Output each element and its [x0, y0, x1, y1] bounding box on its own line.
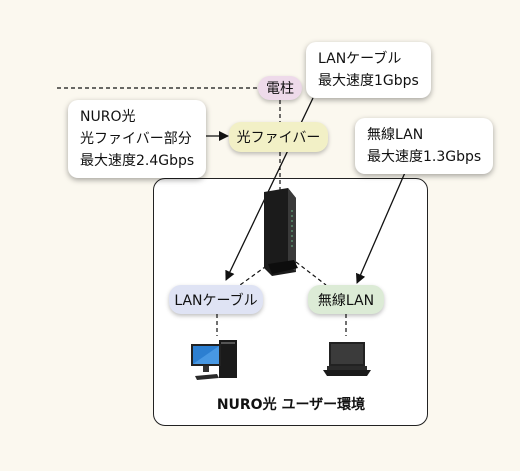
fiber-label: 光ファイバー — [229, 122, 328, 152]
nuro-callout: NURO光 光ファイバー部分 最大速度2.4Gbps — [68, 100, 207, 178]
wireless-callout-arrow — [356, 167, 408, 284]
nuro-callout-line-3: 最大速度2.4Gbps — [80, 153, 195, 169]
pole-label: 電柱 — [258, 76, 302, 100]
desktop-pc-icon — [191, 340, 237, 380]
wireless-callout-line-1: 無線LAN — [367, 127, 424, 143]
nuro-callout-line-1: NURO光 — [80, 109, 136, 125]
lan-callout: LANケーブル 最大速度1Gbps — [306, 42, 431, 98]
wireless-lan-label: 無線LAN — [308, 285, 384, 314]
lan-callout-line-1: LANケーブル — [318, 51, 402, 67]
router-icon — [264, 188, 298, 276]
lan-cable-label: LANケーブル — [169, 285, 263, 314]
environment-title: NURO光 ユーザー環境 — [216, 397, 366, 413]
lan-callout-line-2: 最大速度1Gbps — [318, 73, 419, 89]
laptop-icon — [323, 342, 371, 376]
router-to-wireless-line — [295, 261, 327, 286]
nuro-callout-line-2: 光ファイバー部分 — [80, 131, 192, 147]
wireless-callout-line-2: 最大速度1.3Gbps — [367, 149, 482, 165]
wireless-callout: 無線LAN 最大速度1.3Gbps — [355, 118, 494, 174]
